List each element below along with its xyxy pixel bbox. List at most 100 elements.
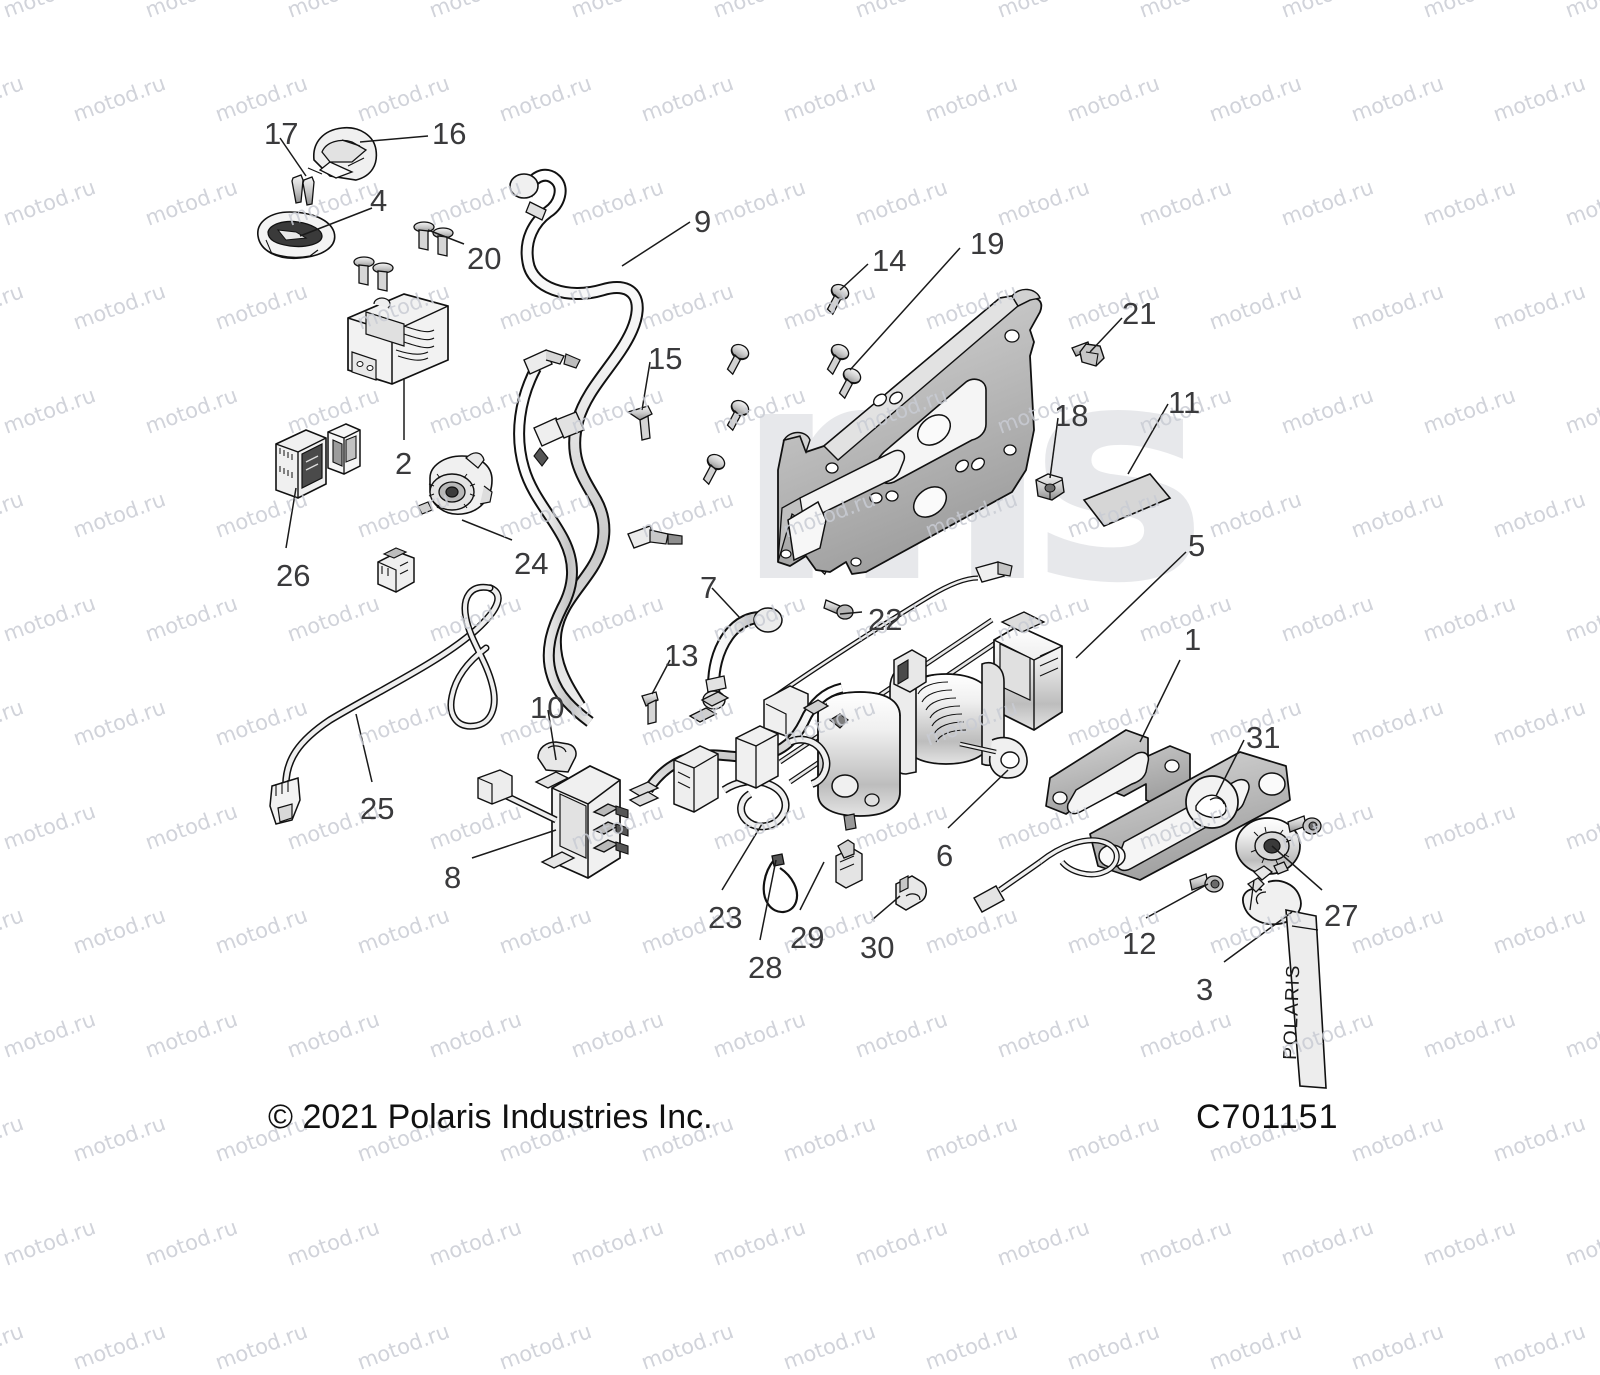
callout-22: 22 [868,602,903,637]
part-6-cable-thimble [959,736,1028,779]
part-19-winch-mounting-plate [777,288,1043,575]
leader-line-4 [299,207,373,237]
leader-line-28 [759,859,777,941]
watermark-text: motod.ru [1136,1215,1235,1271]
callout-29: 29 [790,920,825,955]
watermark-text: motod.ru [284,1215,383,1271]
part-22-small-bolt [823,599,854,620]
callout-6: 6 [936,838,954,873]
callout-2: 2 [395,446,413,481]
part-16-remote-upper-housing [307,126,378,181]
watermark-text: motod.ru [638,1319,737,1375]
part-30-edge-clip [895,875,927,911]
callout-12: 12 [1122,926,1157,961]
leader-line-1 [1139,659,1181,743]
part-23-wire-harness [628,682,844,831]
leader-line-31 [1215,739,1245,797]
leader-line-22 [839,611,863,615]
leader-line-11 [1127,403,1169,475]
callout-8: 8 [444,860,462,895]
callout-10: 10 [530,690,565,725]
leader-line-27 [1271,845,1323,891]
leader-line-24 [461,519,513,541]
part-13-push-pin [641,691,659,725]
leader-line-13 [651,659,671,695]
watermark-text: motod.ru [994,1215,1093,1271]
watermark-text: motod.ru [70,1319,169,1375]
part-29-retainer-clip [835,839,863,889]
watermark-text: motod.ru [1064,1319,1163,1375]
watermark-text: motod.ru [0,1319,27,1375]
watermark-text: motod.ru [1348,1319,1447,1375]
callout-23: 23 [708,900,743,935]
part-2-control-module [347,293,449,385]
callout-28: 28 [748,950,783,985]
copyright-notice: © 2021 Polaris Industries Inc. [268,1098,713,1136]
leader-line-29 [799,861,825,911]
leader-line-25 [355,713,373,783]
callout-14: 14 [872,243,907,278]
watermark-text: motod.ru [0,1215,99,1271]
leader-line-23 [721,823,763,891]
part-31-bushing [1185,775,1239,829]
callout-7: 7 [700,570,718,605]
part-15-shoulder-screw [626,405,653,441]
leader-line-12 [1145,883,1209,919]
leader-line-19 [849,247,961,371]
leader-line-17 [279,137,307,177]
part-10-cable-clip [537,741,577,773]
watermark-text: motod.ru [1490,1319,1589,1375]
watermark-text: motod.ru [1206,1319,1305,1375]
callout-24: 24 [514,546,549,581]
callout-25: 25 [360,791,395,826]
callout-11: 11 [1168,385,1201,420]
part-11-warning-decal [1082,473,1172,527]
watermark-text: motod.ru [1420,1215,1519,1271]
callout-13: 13 [664,638,699,673]
callout-17: 17 [264,116,299,151]
callout-18: 18 [1054,398,1089,433]
callout-3: 3 [1196,972,1214,1007]
part-3-winch-hook-strap: POLARIS [1242,861,1327,1089]
watermark-text: motod.ru [142,1215,241,1271]
part-12-socket-screws [1189,815,1322,893]
leader-line-21 [1089,317,1123,353]
leader-line-26 [285,487,297,549]
leader-line-7 [711,587,741,619]
callout-26: 26 [276,558,311,593]
part-8-solenoid-contactor [477,765,629,879]
diagram-part-number: C701151 [1196,1098,1339,1136]
watermark-text: motod.ru [354,1319,453,1375]
leader-line-8 [471,829,557,859]
part-25-ground-cable [269,547,502,825]
watermark-text: motod.ru [1278,1215,1377,1271]
part-4-remote-lower-housing [257,211,336,260]
part-5-winch-assembly [763,561,1063,831]
callout-1: 1 [1184,622,1202,657]
leader-line-20 [427,229,465,245]
part-20-pan-head-screws [353,221,454,292]
leader-line-30 [871,895,901,921]
part-7-elbow-hose [702,607,783,710]
watermark-text: motod.ru [496,1319,595,1375]
leader-line-3 [1223,911,1293,963]
watermark-text: motod.ru [426,1215,525,1271]
part-21-hex-flange-bolt [1071,341,1105,367]
leader-line-10 [547,709,557,761]
leader-line-15 [641,361,651,411]
leader-line-9 [621,221,691,267]
part-26-rocker-switch-bezel [275,423,361,499]
callout-15: 15 [648,341,683,376]
callout-30: 30 [860,930,895,965]
watermark-text: motod.ru [1562,1215,1600,1271]
parts-artwork: POLARIS [257,126,1327,1089]
callout-leader-lines [279,135,1323,963]
watermark-text: motod.ru [710,1215,809,1271]
watermark-text: motod.ru [568,1215,667,1271]
part-17-screw-pair [291,174,315,206]
part-18-flange-nut [1035,473,1065,501]
callout-20: 20 [467,241,502,276]
leader-line-14 [839,263,869,291]
